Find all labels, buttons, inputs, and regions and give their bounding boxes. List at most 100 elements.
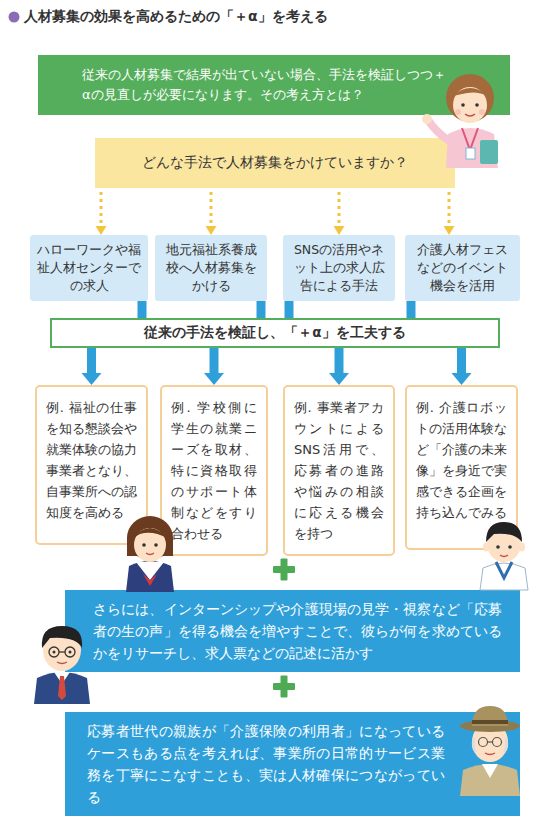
- node-label: 例. 事業者アカウントによるSNS活用で、応募者の進路や悩みの相談に応える機会を…: [294, 397, 384, 544]
- connector-line: [407, 301, 416, 318]
- note-box: 応募者世代の親族が「介護保険の利用者」になっているケースもある点を考えれば、事業…: [65, 712, 520, 816]
- dashed-arrow: [444, 192, 455, 235]
- question-box: どんな手法で人材募集をかけていますか？: [95, 138, 455, 188]
- nurse-figure-part: [428, 120, 448, 140]
- node-text: 従来の手法を検証し、「＋α」を工夫する: [144, 324, 405, 342]
- method-box: ハローワークや福祉人材センターでの求人: [30, 235, 148, 301]
- businessman-figure-part: [54, 672, 70, 684]
- method-box: 介護人材フェスなどのイベント機会を活用: [405, 235, 520, 301]
- plus-sign-part: [273, 566, 295, 573]
- node-text: 地元福祉系養成校へ人材募集をかける: [161, 241, 261, 295]
- title-bullet-part: [9, 12, 20, 23]
- node-label: 例. 介護ロボットの活用体験など「介護の未来像」を身近で実感できる企画を持ち込ん…: [416, 397, 507, 523]
- node-text: どんな手法で人材募集をかけていますか？: [142, 154, 408, 172]
- method-box: SNSの活用やネット上の求人広告による手法: [283, 235, 395, 301]
- block-arrow: [452, 348, 472, 385]
- title-bullet: [9, 12, 20, 23]
- block-arrow: [329, 348, 349, 385]
- arrow-head: [334, 226, 345, 235]
- node-label: 従来の人材募集で結果が出ていない場合、手法を検証しつつ＋αの見直しが必要になりま…: [82, 65, 448, 105]
- student-figure-part: [126, 561, 174, 592]
- arrow-head: [206, 226, 217, 235]
- connector-line: [87, 348, 96, 374]
- node-text: 応募者世代の親族が「介護保険の利用者」になっているケースもある点を考えれば、事業…: [87, 720, 445, 808]
- nurse-figure-part: [422, 114, 432, 124]
- businessman-figure-part: [53, 651, 56, 654]
- review-band: 従来の手法を検証し、「＋α」を工夫する: [50, 318, 500, 348]
- arrow-head: [82, 373, 102, 385]
- node-text: さらには、インターンシップや介護現場の見学・視察など「応募者の生の声」を得る機会…: [93, 598, 502, 664]
- businessman-figure-part: [49, 647, 59, 657]
- node-label: 例. 学校側に学生の就業ニーズを取材、特に資格取得のサポート体制などをすり合わせ…: [171, 397, 257, 544]
- plus-sign-part: [281, 559, 288, 581]
- dashed-arrow: [96, 192, 107, 235]
- node-text: 例. 福祉の仕事を知る懇談会や就業体験の協力事業者となり、自事業所への認知度を高…: [46, 397, 137, 523]
- dashed-arrow: [206, 192, 217, 235]
- block-arrow: [289, 301, 290, 318]
- node-text: SNSの活用やネット上の求人広告による手法: [289, 241, 389, 295]
- block-arrow: [411, 301, 412, 318]
- young-man-figure-part: [519, 543, 525, 552]
- method-box: 地元福祉系養成校へ人材募集をかける: [155, 235, 267, 301]
- diagram-title: 人材募集の効果を高めるための「＋α」を考える: [24, 8, 328, 26]
- plus-sign: [273, 559, 295, 581]
- student-figure-part: [154, 543, 158, 547]
- connector-line: [285, 301, 294, 318]
- connector-line: [257, 301, 266, 318]
- node-text: 例. 介護ロボットの活用体験など「介護の未来像」を身近で実感できる企画を持ち込ん…: [416, 397, 507, 523]
- arrow-head: [452, 373, 472, 385]
- note-box: さらには、インターンシップや介護現場の見学・視察など「応募者の生の声」を得る機会…: [65, 590, 520, 672]
- businessman-figure-part: [58, 676, 66, 700]
- nurse-figure-part: [462, 128, 478, 150]
- node-text: 例. 学校側に学生の就業ニーズを取材、特に資格取得のサポート体制などをすり合わせ…: [171, 397, 257, 544]
- node-label: 応募者世代の親族が「介護保険の利用者」になっているケースもある点を考えれば、事業…: [87, 720, 445, 808]
- young-man-figure-part: [480, 563, 528, 590]
- connector-line: [338, 192, 341, 227]
- arrow-head: [96, 226, 107, 235]
- node-label: 従来の手法を検証し、「＋α」を工夫する: [144, 324, 405, 342]
- node-text: 従来の人材募集で結果が出ていない場合、手法を検証しつつ＋αの見直しが必要になりま…: [82, 65, 448, 105]
- student-figure-part: [146, 553, 154, 555]
- connector-line: [335, 348, 344, 374]
- node-label: どんな手法で人材募集をかけていますか？: [142, 154, 408, 172]
- node-text: 介護人材フェスなどのイベント機会を活用: [411, 241, 514, 295]
- node-text: 例. 事業者アカウントによるSNS活用で、応募者の進路や悩みの相談に応える機会を…: [294, 397, 384, 544]
- student-figure-part: [136, 562, 164, 580]
- node-label: 介護人材フェスなどのイベント機会を活用: [411, 241, 514, 295]
- node-label: 例. 福祉の仕事を知る懇談会や就業体験の協力事業者となり、自事業所への認知度を高…: [46, 397, 137, 523]
- arrow-head: [444, 226, 455, 235]
- node-label: 地元福祉系養成校へ人材募集をかける: [161, 241, 261, 295]
- connector-line: [138, 301, 147, 318]
- arrow-head: [329, 373, 349, 385]
- businessman-figure-part: [34, 672, 90, 704]
- student-figure-part: [143, 574, 157, 586]
- connector-line: [457, 348, 466, 374]
- intro-box: 従来の人材募集で結果が出ていない場合、手法を検証しつつ＋αの見直しが必要になりま…: [38, 55, 510, 115]
- dashed-arrow: [334, 192, 345, 235]
- example-box: 例. 福祉の仕事を知る懇談会や就業体験の協力事業者となり、自事業所への認知度を高…: [35, 385, 148, 545]
- node-label: SNSの活用やネット上の求人広告による手法: [289, 241, 389, 295]
- arrow-head: [204, 373, 224, 385]
- example-box: 例. 事業者アカウントによるSNS活用で、応募者の進路や悩みの相談に応える機会を…: [283, 385, 395, 556]
- young-man-figure-part: [496, 562, 512, 578]
- young-man-figure-part: [500, 555, 508, 557]
- nurse-figure-part: [466, 148, 475, 159]
- example-box: 例. 学校側に学生の就業ニーズを取材、特に資格取得のサポート体制などをすり合わせ…: [160, 385, 268, 556]
- nurse-figure-part: [480, 140, 498, 164]
- plus-sign-part: [273, 683, 295, 690]
- block-arrow: [142, 301, 143, 318]
- plus-sign: [273, 676, 295, 698]
- block-arrow: [204, 348, 224, 385]
- connector-line: [210, 192, 213, 227]
- connector-line: [210, 348, 219, 374]
- block-arrow: [261, 301, 262, 318]
- node-text: ハローワークや福祉人材センターでの求人: [36, 241, 142, 295]
- plus-sign-part: [281, 676, 288, 698]
- block-arrow: [82, 348, 102, 385]
- connector-line: [100, 192, 103, 227]
- connector-line: [448, 192, 451, 227]
- node-label: ハローワークや福祉人材センターでの求人: [36, 241, 142, 295]
- example-box: 例. 介護ロボットの活用体験など「介護の未来像」を身近で実感できる企画を持ち込ん…: [405, 385, 518, 550]
- node-label: さらには、インターンシップや介護現場の見学・視察など「応募者の生の声」を得る機会…: [93, 598, 502, 664]
